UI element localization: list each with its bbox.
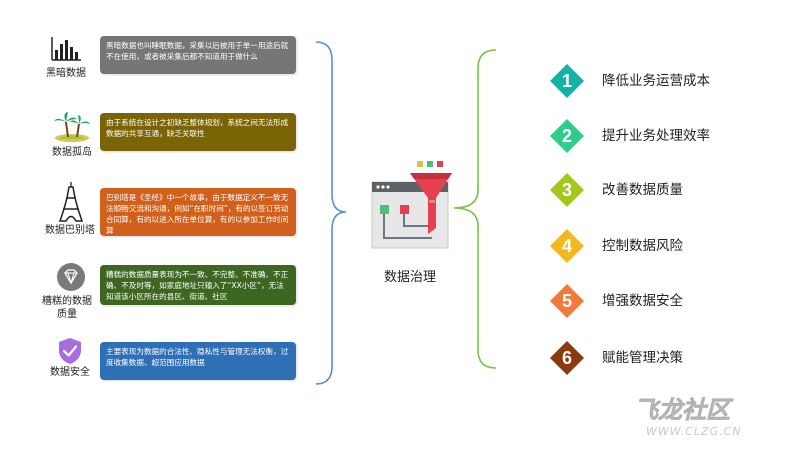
benefit-label-reduce-cost: 降低业务运营成本	[602, 73, 710, 89]
benefit-number: 6	[561, 348, 572, 368]
bar-chart-icon	[51, 37, 81, 61]
benefit-badge-3: 3	[550, 173, 584, 207]
diamond-icon	[57, 263, 85, 291]
left-brace	[315, 41, 347, 385]
problem-desc-data-island: 由于系统在设计之初缺乏整体规划，系统之间无法形成数据的共享互通，缺乏关联性	[100, 113, 296, 151]
benefit-badge-5: 5	[550, 284, 584, 318]
benefit-badge-1: 1	[550, 64, 584, 98]
problem-label-data-island: 数据孤岛	[52, 147, 92, 158]
data-governance-icon	[371, 161, 452, 249]
problem-label-data-babel: 数据巴别塔	[45, 225, 95, 236]
benefit-number: 5	[561, 291, 572, 311]
benefit-label-risk: 控制数据风险	[602, 238, 683, 254]
problem-label-dark-data: 黑暗数据	[46, 68, 86, 79]
tower-icon	[58, 182, 84, 222]
problem-desc-dark-data: 黑暗数据也叫睡眠数据，采集以后被用于单一用途后就不在使用，或者被采集后都不知道用…	[100, 36, 296, 74]
problem-desc-data-babel: 巴别塔是《圣经》中一个故事，由于数据定义不一致无法顺畅交流和沟通，例如“在职时间…	[100, 188, 296, 236]
benefit-number: 2	[561, 126, 572, 146]
benefit-label-security: 增强数据安全	[602, 293, 683, 309]
svg-text:WWW.CLZG.CN: WWW.CLZG.CN	[646, 425, 742, 438]
center-title: 数据治理	[383, 270, 436, 285]
problem-desc-data-security: 主要表现为数据的合法性、隐私性与管理无法权衡，过度收集数据、超范围应用数据	[100, 342, 296, 380]
benefit-label-decision: 赋能管理决策	[602, 350, 683, 366]
shield-check-icon	[59, 338, 81, 364]
problem-label-data-quality: 糟糕的数据质量	[42, 296, 92, 320]
benefit-badge-2: 2	[550, 119, 584, 153]
benefit-badge-6: 6	[550, 341, 584, 375]
problem-label-data-security: 数据安全	[50, 367, 90, 378]
benefit-badge-4: 4	[550, 229, 584, 263]
right-brace	[453, 49, 497, 369]
problem-desc-data-quality: 糟糕的数据质量表现为不一致、不完整、不准确、不正确、不及时等，如家庭地址只输入了…	[100, 265, 296, 305]
watermark-logo: 飞龙社区 WWW.CLZG.CN	[634, 395, 742, 438]
island-icon	[54, 112, 90, 142]
benefit-number: 1	[561, 71, 572, 91]
benefit-number: 4	[561, 236, 572, 256]
benefit-label-quality: 改善数据质量	[602, 182, 683, 198]
benefit-label-efficiency: 提升业务处理效率	[602, 128, 710, 144]
benefit-number: 3	[561, 180, 572, 200]
svg-text:飞龙社区: 飞龙社区	[634, 395, 734, 424]
